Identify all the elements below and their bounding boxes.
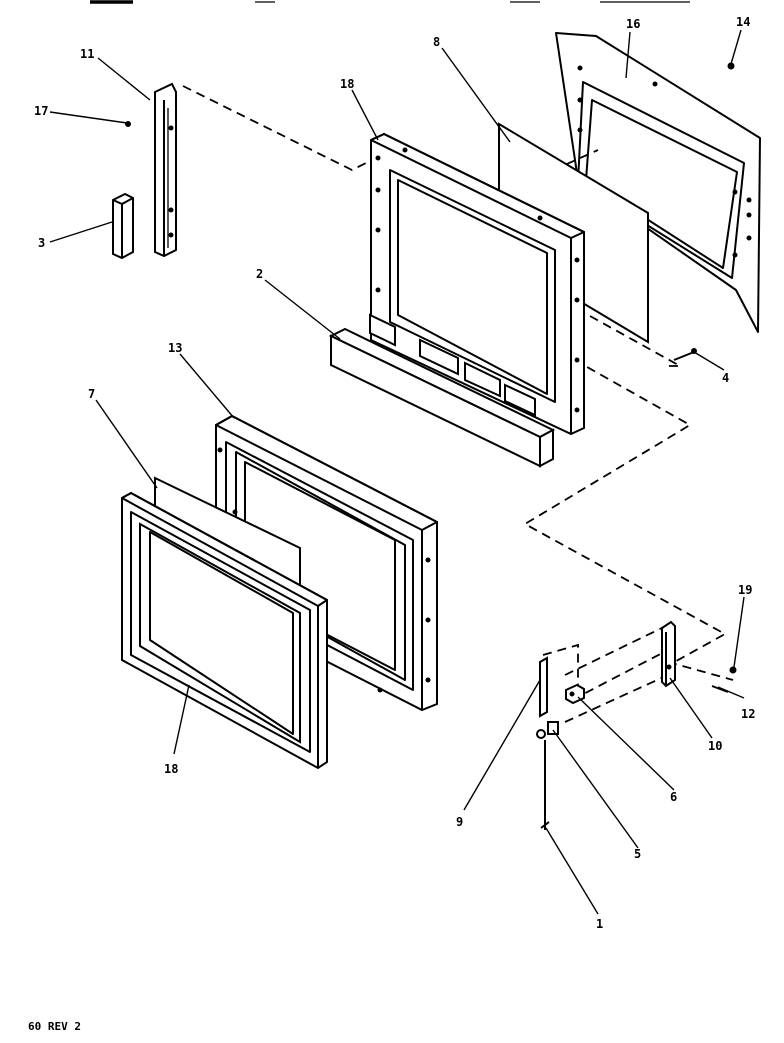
part-9-hinge-bracket (539, 656, 548, 718)
callout-18-top: 18 (340, 77, 354, 91)
callout-labels: 11 17 3 18 8 16 14 2 4 13 7 18 19 12 10 … (34, 15, 755, 931)
callout-13: 13 (168, 341, 182, 355)
callout-12: 12 (741, 707, 755, 721)
callout-10: 10 (708, 739, 722, 753)
part-15-trim-frame (121, 491, 328, 770)
callout-19: 19 (738, 583, 752, 597)
callout-14: 14 (736, 15, 750, 29)
part-10-hinge-arm (661, 620, 676, 688)
callout-leader-lines (49, 29, 745, 915)
callout-1: 1 (596, 917, 603, 931)
assembly-dashed-lines (160, 85, 734, 723)
callout-11: 11 (80, 47, 94, 61)
callout-7: 7 (88, 387, 95, 401)
callout-6: 6 (670, 790, 677, 804)
part-5-roller (536, 721, 559, 739)
callout-9: 9 (456, 815, 463, 829)
callout-4: 4 (722, 371, 729, 385)
callout-16: 16 (626, 17, 640, 31)
callout-18-bottom: 18 (164, 762, 178, 776)
part-4-hinge-pin (673, 348, 697, 361)
callout-3: 3 (38, 236, 45, 250)
part-19-screw (729, 666, 737, 674)
part-1-hinge-rod (540, 740, 550, 830)
part-2-bottom-channel (328, 313, 556, 468)
part-3-spacer-block (112, 192, 134, 260)
part-11-side-rail (154, 82, 177, 258)
callout-2: 2 (256, 267, 263, 281)
drawing-revision-label: 60 REV 2 (28, 1020, 81, 1033)
callout-8: 8 (433, 35, 440, 49)
callout-17: 17 (34, 104, 48, 118)
part-12-screw (711, 685, 729, 693)
callout-5: 5 (634, 847, 641, 861)
